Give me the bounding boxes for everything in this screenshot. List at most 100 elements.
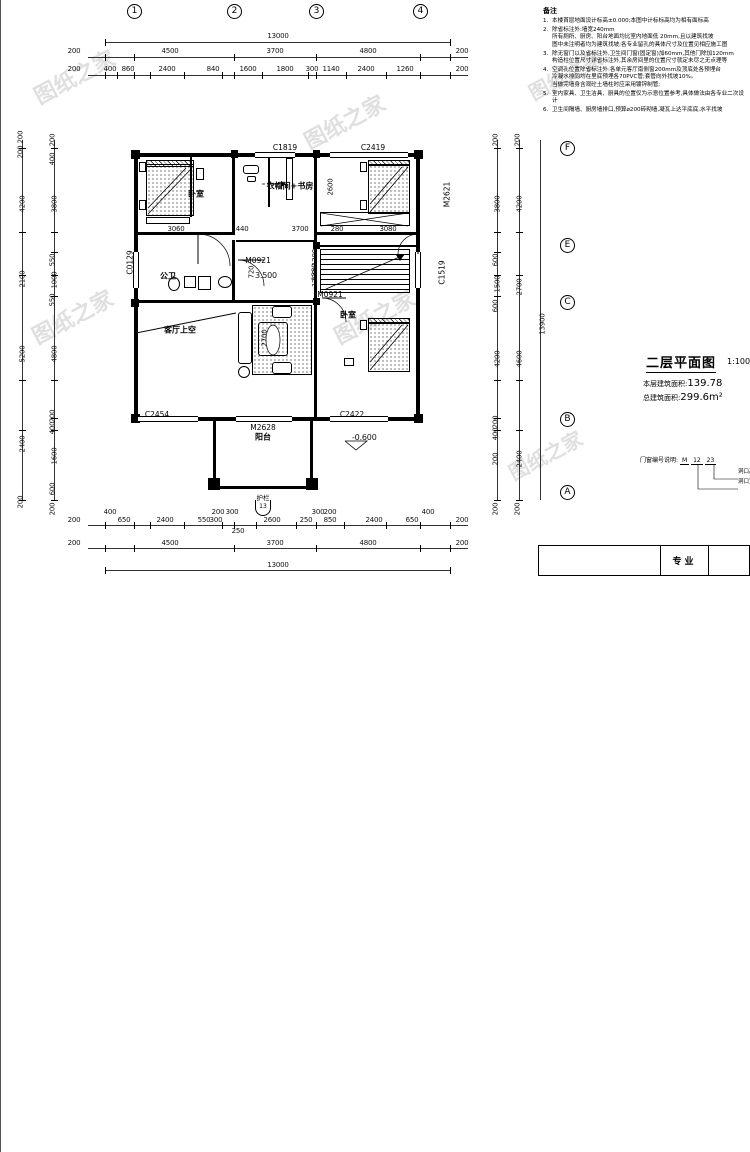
- window-opening: [133, 252, 139, 288]
- dim-right-inner: 200: [491, 133, 500, 147]
- floor-area-label: 本层建筑面积:: [643, 380, 688, 388]
- note-item: 6. 卫生间隔墙、厨房墙排口,预算ø200砖砌墙,凝瓦上达平底底,水平找坡: [543, 106, 723, 113]
- total-area: 总建筑面积:299.6m²: [643, 392, 723, 403]
- dim-line-bottom-detail: [88, 525, 468, 526]
- stair-direction-arrow: [325, 254, 405, 290]
- dim-line-top-detail: [88, 75, 468, 76]
- shower-fixture: [198, 276, 211, 290]
- dim-bottom-span: 3700: [266, 539, 284, 547]
- interior-wall: [314, 157, 317, 305]
- dim-bottom-detail: 400: [103, 508, 117, 516]
- chair: [247, 176, 256, 182]
- dim-line-right-inner: [497, 140, 498, 500]
- dim-line-left-outer: [22, 140, 23, 500]
- dim-left-inner: 200: [48, 409, 57, 423]
- bed-quilt-lines: [369, 324, 409, 371]
- dim-bottom-detail: 200: [455, 516, 469, 524]
- dim-bottom-detail: 550: [197, 516, 211, 524]
- dim-bottom-detail: 300: [311, 508, 325, 516]
- dim-top-detail: 2400: [158, 65, 176, 73]
- dim-right-inner: 200: [491, 502, 500, 516]
- dim-left-outer-top: 200: [16, 130, 25, 144]
- dim-top-detail: 1140: [322, 65, 340, 73]
- dim-right-outer: 2700: [515, 278, 524, 296]
- nightstand: [344, 358, 354, 366]
- balcony-wall-bottom: [213, 486, 313, 489]
- column: [414, 150, 423, 159]
- column: [131, 299, 139, 307]
- plan-dim: 1440: [231, 225, 249, 233]
- arrow-indicator: [262, 181, 286, 187]
- bed-headboard: [368, 318, 410, 324]
- bed-quilt-lines: [147, 167, 193, 215]
- page-title: 二层平面图: [646, 352, 717, 373]
- floor-area: 本层建筑面积:139.78: [643, 378, 722, 389]
- wardrobe: [146, 217, 190, 224]
- bed-headboard: [146, 160, 194, 167]
- dim-right-outer: 2400: [515, 450, 524, 468]
- total-area-value: 299.6m²: [680, 392, 723, 403]
- watermark: 图纸之家: [28, 286, 118, 350]
- column: [306, 478, 318, 490]
- closet-diagonals: [320, 212, 409, 227]
- plan-dim: 2700: [260, 329, 269, 347]
- washbasin-fixture: [218, 276, 232, 288]
- exterior-wall-left: [134, 153, 138, 303]
- balcony-wall-right: [310, 421, 313, 489]
- armchair: [272, 362, 292, 374]
- dim-right-inner: 4200: [493, 350, 502, 368]
- title-block: 专业: [538, 545, 750, 576]
- general-notes: 备注 1. 本楼首层地面设计标高±0.000;本图中计标标高均为相有面标高 2.…: [543, 6, 748, 116]
- dim-right-inner: 200: [491, 452, 500, 466]
- door-swing: [237, 259, 265, 287]
- title-block-blank: [539, 546, 661, 575]
- column: [414, 414, 423, 423]
- nightstand: [139, 162, 146, 172]
- nightstand: [360, 320, 367, 330]
- title-block-spare: [709, 546, 749, 575]
- wardrobe: [286, 158, 293, 200]
- door-tag-M0921-b: M0921: [317, 290, 343, 299]
- dim-right-outer: 200: [513, 133, 522, 147]
- plan-dim: 3080: [379, 225, 397, 233]
- window-tag-C2454: C2454: [144, 410, 170, 419]
- floor-area-value: 139.78: [687, 378, 723, 389]
- dim-left-inner: 1600: [50, 447, 59, 465]
- interior-wall: [236, 240, 314, 242]
- dim-left-inner: 400: [48, 152, 57, 166]
- notes-heading: 备注: [543, 7, 557, 15]
- room-label-balcony: 阳台: [255, 432, 271, 442]
- grid-bubble-3: 3: [309, 4, 324, 19]
- dim-line-left-inner: [54, 140, 55, 500]
- grid-bubble-B: B: [560, 412, 575, 427]
- sofa: [238, 312, 252, 364]
- sink-fixture: [184, 276, 196, 288]
- grid-bubble-C: C: [560, 295, 575, 310]
- table-detail: [265, 324, 281, 356]
- note-item: 2. 除省标注外:墙宽240mm 所有厕所、厨房、阳台地面均比室内地面低 20m…: [543, 26, 728, 48]
- window-opening: [138, 416, 198, 422]
- elevation-symbol: [344, 440, 369, 451]
- dim-bottom-span: 4500: [161, 539, 179, 547]
- window-opening: [415, 252, 421, 288]
- dim-left-inner: 3800: [50, 195, 59, 213]
- room-label-bedroom-1: 卧室: [188, 189, 204, 199]
- dim-right-outer: 4600: [515, 350, 524, 368]
- dim-right-inner: 600: [491, 299, 500, 313]
- legend-code-width: 12: [691, 457, 703, 465]
- interior-wall: [316, 232, 416, 235]
- window-opening: [330, 152, 408, 158]
- interior-wall: [232, 157, 235, 235]
- grid-bubble-1: 1: [127, 4, 142, 19]
- legend-label: 门窗编号说明:: [640, 457, 679, 464]
- dim-left-inner: 200: [48, 502, 57, 516]
- legend-note-height: 洞口高2300: [738, 469, 750, 475]
- grid-bubble-F: F: [560, 141, 575, 156]
- dim-top-detail: 860: [121, 65, 135, 73]
- window-tag-C0129: C0129: [125, 250, 135, 275]
- dim-left-inner: 200: [48, 133, 57, 147]
- interior-wall: [138, 300, 318, 303]
- plan-dim: 280: [330, 225, 344, 233]
- staircase: [320, 249, 410, 293]
- dim-bottom-span: 4800: [359, 539, 377, 547]
